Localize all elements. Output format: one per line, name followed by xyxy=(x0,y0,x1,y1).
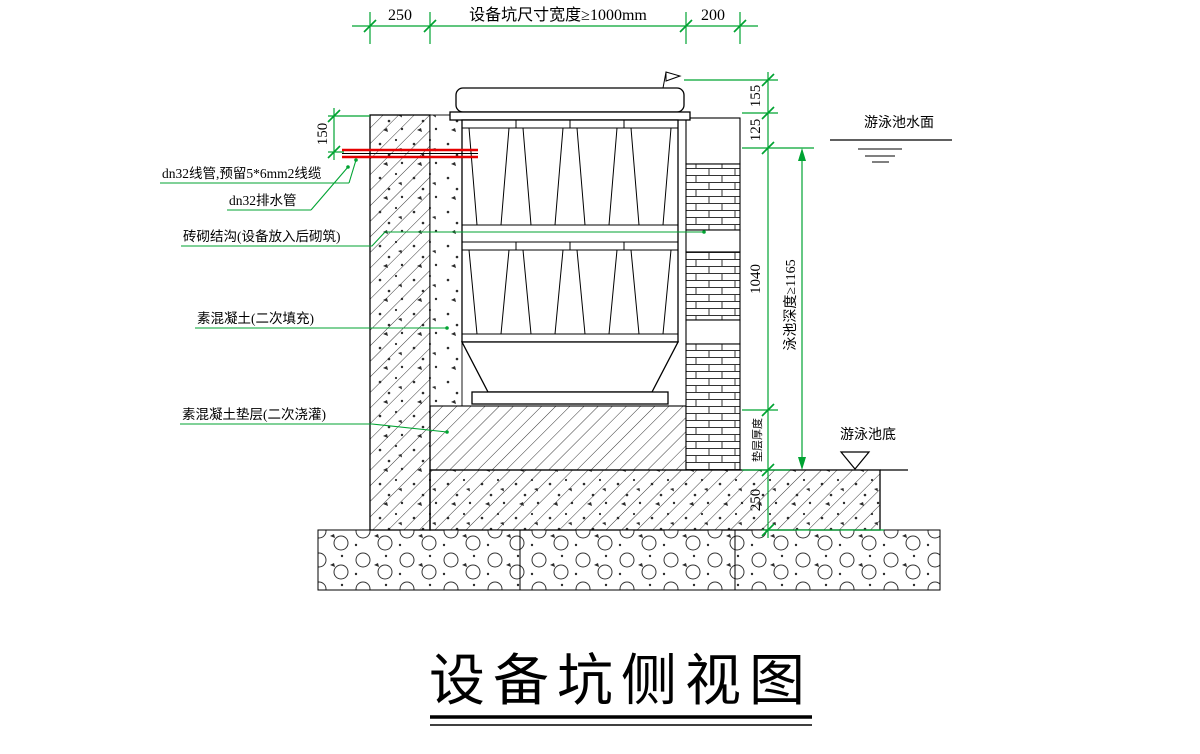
dim-top-left-wall: 250 xyxy=(388,7,412,24)
callout-conduit: dn32线管,预留5*6mm2线缆 xyxy=(160,158,358,184)
dim-right-cushion-label: 垫层厚度 xyxy=(750,418,764,462)
dim-top-pit-width: 设备坑尺寸宽度≥1000mm xyxy=(469,6,647,24)
gravel-bay-middle xyxy=(519,529,736,591)
tank-upper-ribs xyxy=(468,120,672,226)
tank-body xyxy=(461,119,679,343)
tank-lower-ribs xyxy=(468,242,672,335)
concrete-cushion-layer xyxy=(429,405,687,471)
pool-bottom-reference: 游泳池底 xyxy=(839,427,908,471)
gravel-bay-right xyxy=(734,529,941,591)
callout-brick-trench: 砖砌结沟(设备放入后砌筑) xyxy=(181,228,706,247)
arrow-down-icon xyxy=(798,457,806,470)
callout-conduit-label: dn32线管,预留5*6mm2线缆 xyxy=(162,166,322,181)
right-dimension-chain: 155 125 1040 垫层厚度 250 xyxy=(684,72,884,538)
callout-concrete-fill-label: 素混凝土(二次填充) xyxy=(197,311,314,326)
level-triangle-icon xyxy=(839,451,871,470)
callout-concrete-cushion: 素混凝土垫层(二次浇灌) xyxy=(180,407,449,434)
callout-drain: dn32排水管 xyxy=(227,165,350,211)
tank-base-plate xyxy=(471,391,669,405)
brick-course xyxy=(685,343,741,471)
gravel-bay-left xyxy=(317,529,521,591)
brick-coping-block xyxy=(685,117,741,165)
tank-base-hopper xyxy=(460,341,680,393)
callout-drain-label: dn32排水管 xyxy=(229,193,297,208)
conduit-lines xyxy=(342,148,478,159)
drawing-title: 设备坑侧视图 xyxy=(429,651,813,726)
dim-right-lid: 155 xyxy=(748,85,764,108)
concrete-fill-strip-speckle xyxy=(430,115,462,406)
left-wall xyxy=(369,114,431,531)
vent-flag-icon xyxy=(665,71,682,82)
dim-right-pit: 1040 xyxy=(748,264,764,294)
water-surface-label: 游泳池水面 xyxy=(864,115,934,131)
left-dimension-150: 150 xyxy=(315,108,370,160)
dim-pool-depth: 泳池深度≥1165 xyxy=(783,259,799,350)
brick-opening-lower xyxy=(685,319,741,345)
callout-brick-trench-label: 砖砌结沟(设备放入后砌筑) xyxy=(183,228,341,244)
pool-bottom-label: 游泳池底 xyxy=(840,427,896,443)
arrow-up-icon xyxy=(798,148,806,161)
dim-right-freeboard: 125 xyxy=(748,119,764,142)
brick-opening-upper xyxy=(685,229,741,253)
equipment-tank xyxy=(449,71,691,405)
brick-trench-wall xyxy=(685,117,741,471)
water-level-dashes-icon xyxy=(858,148,902,163)
brick-course xyxy=(685,163,741,231)
pit-structure xyxy=(317,114,941,591)
brick-course xyxy=(685,251,741,321)
tank-lid xyxy=(455,87,685,113)
water-surface-reference: 游泳池水面 xyxy=(830,115,952,163)
callout-concrete-fill: 素混凝土(二次填充) xyxy=(195,311,449,330)
tank-lid-flange xyxy=(449,111,691,121)
top-dimension-chain: 250 设备坑尺寸宽度≥1000mm 200 xyxy=(352,6,758,44)
drawing-title-text: 设备坑侧视图 xyxy=(429,651,813,713)
dim-left-conduit-depth: 150 xyxy=(315,123,331,146)
pool-depth-dimension: 泳池深度≥1165 xyxy=(783,148,806,470)
dim-right-slab: 250 xyxy=(748,489,764,512)
dim-top-right-wall: 200 xyxy=(701,7,725,24)
callout-concrete-cushion-label: 素混凝土垫层(二次浇灌) xyxy=(182,407,326,422)
bottom-slab xyxy=(429,469,881,531)
